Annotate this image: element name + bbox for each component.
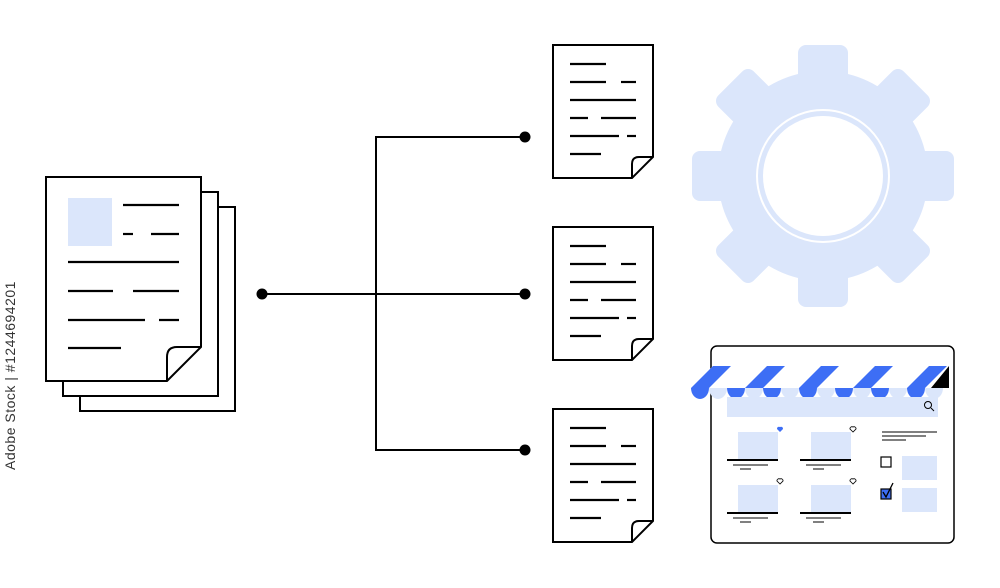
document-icon — [552, 226, 654, 361]
store-search-bar — [727, 397, 938, 417]
stacked-documents-icon — [45, 176, 236, 412]
checkbox-unchecked — [880, 456, 892, 468]
heart-icon — [849, 478, 857, 485]
awning — [691, 366, 949, 399]
heart-icon — [776, 426, 784, 432]
search-icon — [924, 401, 935, 412]
document-icon — [552, 44, 654, 179]
check-icon — [882, 482, 894, 499]
heart-icon — [849, 426, 857, 433]
product-grid — [727, 426, 857, 523]
checkbox-checked — [880, 488, 892, 500]
watermark-side-text: Adobe Stock | #1244694201 — [2, 281, 18, 470]
document-icon — [552, 408, 654, 543]
filter-panel — [880, 431, 937, 512]
branch-connector-icon — [256, 131, 531, 456]
online-store-icon — [691, 345, 955, 544]
gear-icon — [692, 45, 954, 307]
heart-icon — [776, 478, 784, 485]
